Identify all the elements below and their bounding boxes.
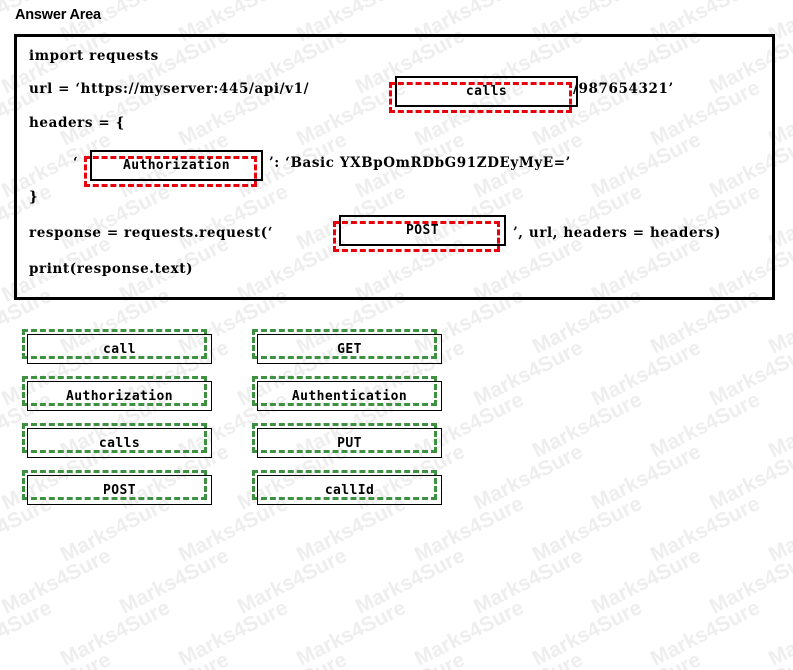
watermark-text: Marks4Sure — [582, 636, 711, 670]
option-label: callId — [324, 482, 375, 498]
watermark-text: Marks4Sure — [174, 596, 292, 670]
option-outline — [22, 376, 207, 406]
drop-slot-header-name[interactable]: Authorization — [84, 150, 263, 187]
watermark-text: Marks4Sure — [110, 636, 239, 670]
code-line-url-prefix: url = ‘https://myserver:445/api/v1/ — [29, 81, 310, 97]
watermark-text: Marks4Sure — [233, 544, 351, 619]
option-outline — [252, 376, 437, 406]
watermark-row: Marks4SureMarks4SureMarks4SureMarks4Sure… — [0, 648, 793, 670]
watermark-text: Marks4Sure — [0, 532, 2, 632]
watermark-text: Marks4Sure — [346, 636, 475, 670]
code-line-url-suffix: /987654321’ — [573, 81, 674, 97]
dropped-answer-box[interactable]: Authorization — [90, 150, 263, 181]
option-box[interactable]: callId — [257, 475, 442, 505]
option-label: POST — [103, 482, 136, 498]
drop-slot-http-method[interactable]: POST — [333, 215, 506, 252]
watermark-text: Marks4Sure — [700, 636, 793, 670]
code-line-header-quote-open: ‘ — [73, 155, 79, 171]
option-outline — [252, 329, 437, 359]
drop-target-outline — [333, 221, 500, 252]
watermark-text: Marks4Sure — [0, 544, 115, 619]
watermark-row: Marks4SureMarks4SureMarks4SureMarks4Sure… — [0, 544, 793, 619]
code-line-headers-open: headers = { — [29, 115, 125, 131]
option-tile-put[interactable]: PUT — [252, 423, 442, 458]
option-outline — [22, 423, 207, 453]
option-label: calls — [98, 435, 141, 451]
dropped-answer-label: calls — [465, 84, 508, 99]
watermark-text: Marks4Sure — [0, 636, 2, 670]
drop-slot-url-resource[interactable]: calls — [389, 76, 578, 113]
option-outline — [252, 470, 437, 500]
option-box[interactable]: GET — [257, 334, 442, 364]
option-box[interactable]: PUT — [257, 428, 442, 458]
code-line-import: import requests — [29, 48, 159, 64]
watermark-text: Marks4Sure — [528, 596, 646, 670]
option-label: Authorization — [66, 388, 173, 404]
watermark-text: Marks4Sure — [464, 636, 593, 670]
dropped-answer-label: POST — [406, 223, 439, 238]
option-tile-call[interactable]: call — [22, 329, 212, 364]
drop-target-outline — [389, 82, 572, 113]
option-tile-calls[interactable]: calls — [22, 423, 212, 458]
option-tile-authorization[interactable]: Authorization — [22, 376, 212, 411]
answer-area-content: Answer Area import requests url = ‘https… — [14, 7, 775, 505]
code-line-print: print(response.text) — [29, 261, 194, 277]
option-outline — [252, 423, 437, 453]
option-tile-authentication[interactable]: Authentication — [252, 376, 442, 411]
option-tile-post[interactable]: POST — [22, 470, 212, 505]
watermark-text: Marks4Sure — [115, 544, 233, 619]
code-snippet-panel: import requests url = ‘https://myserver:… — [14, 34, 775, 300]
watermark-text: Marks4Sure — [292, 596, 410, 670]
watermark-text: Marks4Sure — [646, 596, 764, 670]
watermark-text: Marks4Sure — [469, 544, 587, 619]
code-line-headers-close: } — [29, 189, 39, 205]
watermark-text: Marks4Sure — [0, 596, 56, 670]
code-line-header-value: ’: ‘Basic YXBpOmRDbG91ZDEyMyE=’ — [269, 155, 571, 171]
option-box[interactable]: Authorization — [27, 381, 212, 411]
option-label: call — [103, 341, 136, 357]
watermark-text: Marks4Sure — [56, 596, 174, 670]
option-tile-get[interactable]: GET — [252, 329, 442, 364]
watermark-text: Marks4Sure — [0, 636, 120, 670]
dropped-answer-label: Authorization — [123, 158, 230, 173]
watermark-text: Marks4Sure — [587, 544, 705, 619]
code-line-response-prefix: response = requests.request(‘ — [29, 225, 274, 241]
option-outline — [22, 470, 207, 500]
option-box[interactable]: calls — [27, 428, 212, 458]
watermark-text: Marks4Sure — [705, 544, 793, 619]
option-box[interactable]: POST — [27, 475, 212, 505]
option-box[interactable]: call — [27, 334, 212, 364]
option-box[interactable]: Authentication — [257, 381, 442, 411]
page-title: Answer Area — [15, 7, 101, 23]
dropped-answer-box[interactable]: POST — [339, 215, 506, 246]
watermark-text: Marks4Sure — [410, 596, 528, 670]
watermark-text: Marks4Sure — [764, 596, 793, 670]
code-line-response-suffix: ’, url, headers = headers) — [513, 225, 722, 241]
option-outline — [22, 329, 207, 359]
option-label: PUT — [337, 435, 362, 451]
option-label: Authentication — [291, 388, 408, 404]
dropped-answer-box[interactable]: calls — [395, 76, 578, 107]
option-label: GET — [337, 341, 362, 357]
watermark-text: Marks4Sure — [351, 544, 469, 619]
option-tile-callid[interactable]: callId — [252, 470, 442, 505]
drop-target-outline — [84, 156, 257, 187]
watermark-row: Marks4SureMarks4SureMarks4SureMarks4Sure… — [0, 596, 793, 670]
watermark-text: Marks4Sure — [228, 636, 357, 670]
